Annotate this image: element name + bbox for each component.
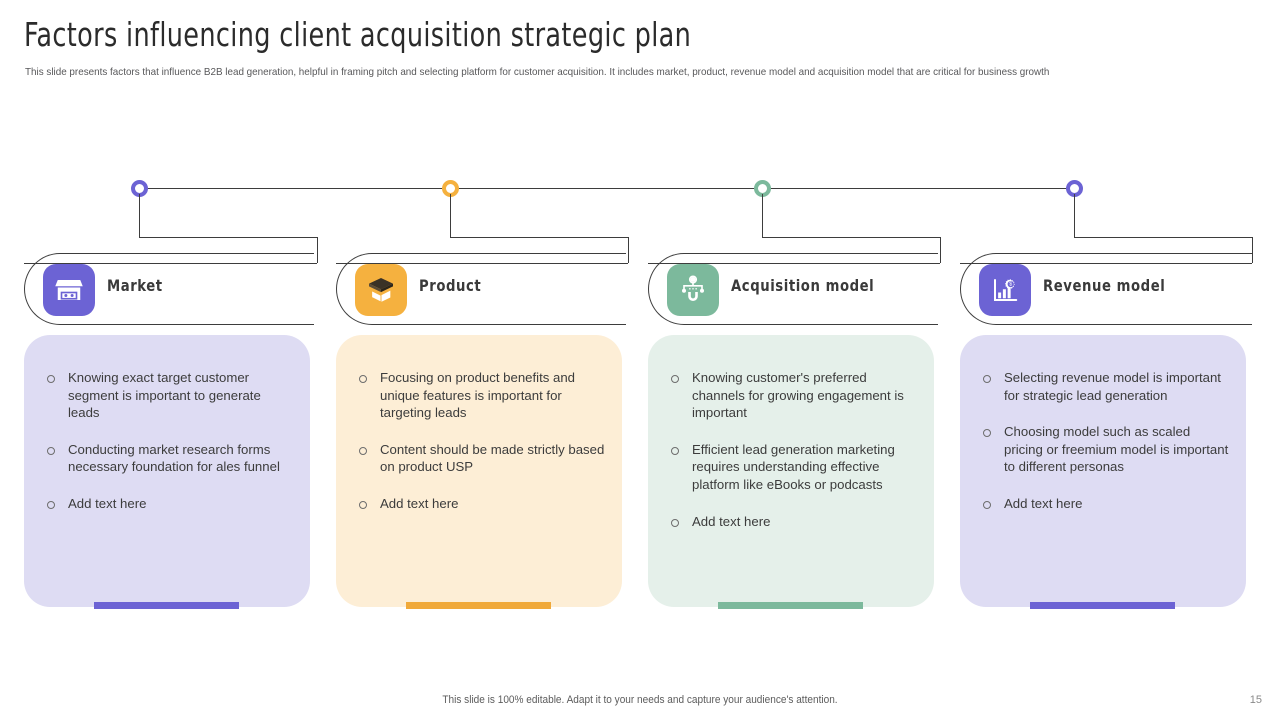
list-item: Conducting market research forms necessa… (44, 441, 294, 476)
card-accent-market (94, 602, 239, 609)
footer-note: This slide is 100% editable. Adapt it to… (442, 694, 838, 706)
bullet-list-product: Focusing on product benefits and unique … (356, 369, 606, 513)
list-item: Knowing customer's preferred channels fo… (668, 369, 918, 422)
connector-riser-3 (940, 237, 941, 263)
card-header-revenue-model: $ Revenue model (960, 250, 1252, 328)
page-subtitle: This slide presents factors that influen… (25, 67, 1050, 78)
card-accent-product (406, 602, 551, 609)
card-header-outline (648, 253, 938, 325)
bullet-list-market: Knowing exact target customer segment is… (44, 369, 294, 513)
bullet-list-acquisition-model: Knowing customer's preferred channels fo… (668, 369, 918, 530)
card-title-revenue-model: Revenue model (1043, 276, 1166, 295)
list-item: Efficient lead generation marketing requ… (668, 441, 918, 494)
connector-base-1 (24, 263, 317, 264)
card-header-acquisition-model: Acquisition model (648, 250, 938, 328)
bullet-list-revenue-model: Selecting revenue model is important for… (980, 369, 1230, 513)
connector-riser-4 (1252, 237, 1253, 263)
storefront-icon (43, 264, 95, 316)
list-item[interactable]: Add text here (44, 495, 294, 513)
connector-base-2 (336, 263, 628, 264)
card-body-acquisition-model: Knowing customer's preferred channels fo… (648, 335, 934, 607)
page-number: 15 (1249, 694, 1262, 706)
connector-riser-1 (317, 237, 318, 263)
card-body-market: Knowing exact target customer segment is… (24, 335, 310, 607)
svg-text:$: $ (1009, 282, 1012, 288)
connector-riser-2 (628, 237, 629, 263)
list-item[interactable]: Add text here (980, 495, 1230, 513)
card-title-market: Market (107, 276, 163, 295)
list-item: Selecting revenue model is important for… (980, 369, 1230, 404)
connector-base-4 (960, 263, 1252, 264)
list-item: Knowing exact target customer segment is… (44, 369, 294, 422)
timeline-connectors (0, 160, 1280, 264)
card-title-acquisition-model: Acquisition model (731, 276, 875, 295)
connector-elbow-2 (450, 237, 628, 238)
open-box-icon (355, 264, 407, 316)
list-item: Focusing on product benefits and unique … (356, 369, 606, 422)
card-body-product: Focusing on product benefits and unique … (336, 335, 622, 607)
card-header-outline (960, 253, 1252, 325)
list-item[interactable]: Add text here (356, 495, 606, 513)
list-item: Content should be made strictly based on… (356, 441, 606, 476)
list-item[interactable]: Add text here (668, 513, 918, 531)
connector-drop-4 (1074, 194, 1075, 237)
connector-base-3 (648, 263, 940, 264)
card-acquisition-model[interactable]: Acquisition model Knowing customer's pre… (648, 250, 938, 609)
connector-drop-1 (139, 194, 140, 237)
card-market[interactable]: Market Knowing exact target customer seg… (24, 250, 314, 609)
network-magnet-icon (667, 264, 719, 316)
bar-chart-gear-icon: $ (979, 264, 1031, 316)
card-header-product: Product (336, 250, 626, 328)
timeline-main-line (140, 188, 1076, 189)
connector-drop-2 (450, 194, 451, 237)
page-title: Factors influencing client acquisition s… (24, 15, 692, 54)
card-header-market: Market (24, 250, 314, 328)
list-item: Choosing model such as scaled pricing or… (980, 423, 1230, 476)
card-product[interactable]: Product Focusing on product benefits and… (336, 250, 626, 609)
card-accent-acquisition-model (718, 602, 863, 609)
card-body-revenue-model: Selecting revenue model is important for… (960, 335, 1246, 607)
card-header-outline (24, 253, 314, 325)
card-title-product: Product (419, 276, 482, 295)
card-header-outline (336, 253, 626, 325)
connector-elbow-4 (1074, 237, 1252, 238)
card-revenue-model[interactable]: $ Revenue model Selecting revenue model … (960, 250, 1252, 609)
connector-elbow-3 (762, 237, 940, 238)
connector-elbow-1 (139, 237, 317, 238)
card-accent-revenue-model (1030, 602, 1175, 609)
connector-drop-3 (762, 194, 763, 237)
